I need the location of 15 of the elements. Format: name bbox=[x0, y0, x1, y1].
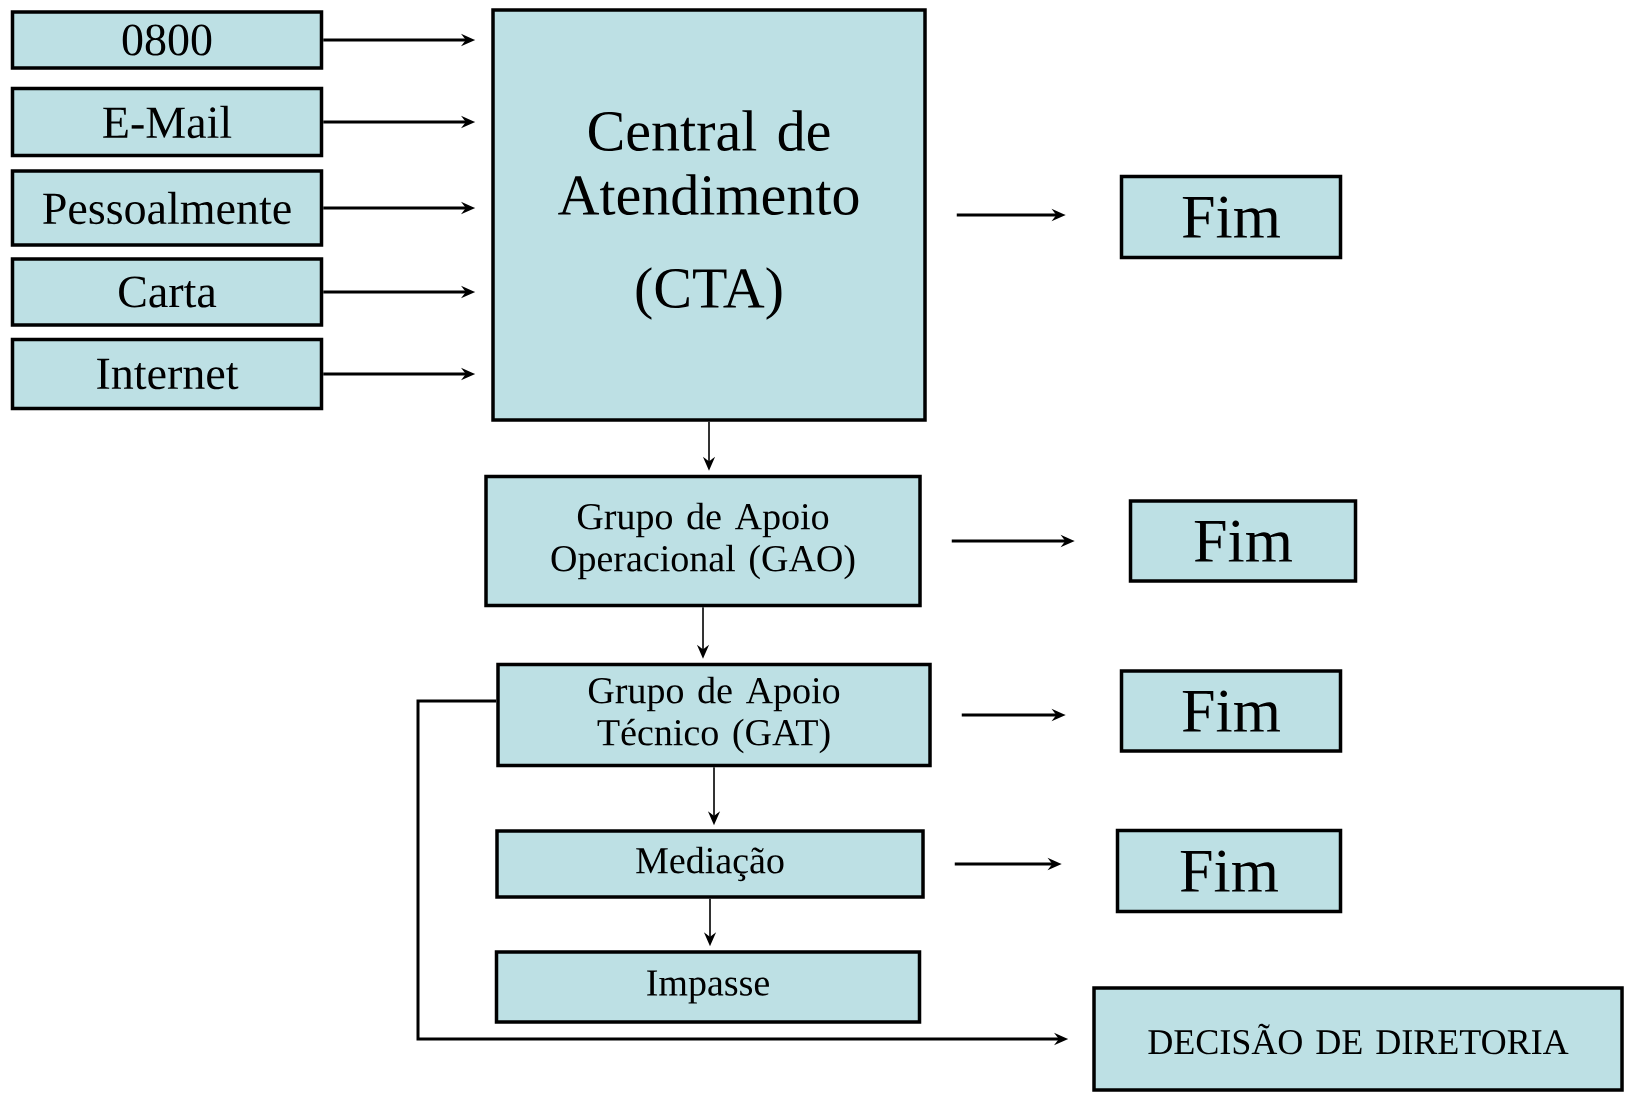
source-box: Internet bbox=[10, 337, 324, 411]
source-box: Pessoalmente bbox=[10, 169, 324, 247]
process-box: Grupo de Apoio Técnico (GAT) bbox=[496, 662, 932, 768]
end-box: Fim bbox=[1119, 669, 1343, 753]
process-box: Grupo de Apoio Operacional (GAO) bbox=[484, 474, 922, 608]
end-box: Fim bbox=[1119, 174, 1343, 260]
process-box: Mediação bbox=[495, 829, 925, 899]
decision-box: DECISÃO DE DIRETORIA bbox=[1092, 986, 1624, 1092]
process-box: Impasse bbox=[494, 950, 922, 1024]
source-box: 0800 bbox=[10, 10, 324, 70]
process-box: Central de Atendimento (CTA) bbox=[491, 8, 927, 422]
source-box: Carta bbox=[10, 257, 324, 327]
source-box: E-Mail bbox=[10, 86, 324, 158]
end-box: Fim bbox=[1128, 499, 1358, 583]
end-box: Fim bbox=[1115, 828, 1343, 914]
